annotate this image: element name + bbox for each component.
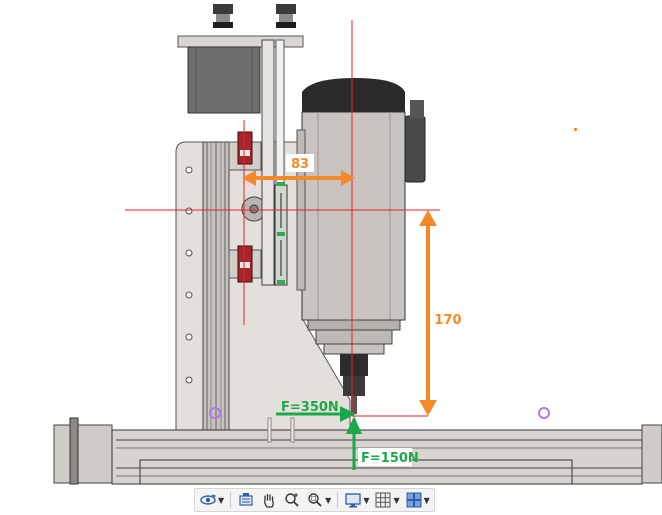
- dimension-horizontal[interactable]: 83: [242, 154, 355, 186]
- pan-icon: [264, 493, 274, 508]
- sketch-point[interactable]: [574, 128, 577, 131]
- side-plate: [175, 141, 351, 433]
- cad-drawing: 83 170 F=350N F=150N: [53, 4, 662, 485]
- work-point-right[interactable]: [538, 407, 550, 419]
- zoom-icon: [285, 493, 299, 507]
- cad-viewport[interactable]: 83 170 F=350N F=150N: [0, 0, 662, 488]
- toolbar-separator: [230, 492, 232, 508]
- viewports-icon: [406, 492, 422, 508]
- force-150-label[interactable]: F=150N: [361, 451, 419, 466]
- force-vertical[interactable]: F=150N: [346, 416, 419, 470]
- look-at-icon: [239, 493, 253, 506]
- dimension-vertical[interactable]: 170: [419, 210, 462, 416]
- dimension-170-label[interactable]: 170: [434, 313, 461, 328]
- display-settings-button[interactable]: ▼: [343, 490, 370, 510]
- orbit-icon: [200, 494, 217, 505]
- display-settings-icon: [345, 493, 361, 508]
- zoom-window-icon: [308, 493, 322, 507]
- force-350-label[interactable]: F=350N: [281, 400, 339, 415]
- viewports-menu-caret[interactable]: ▼: [423, 495, 430, 505]
- toolbar-separator: [337, 492, 339, 508]
- spindle-motor: [296, 78, 426, 414]
- grid-button[interactable]: ▼: [373, 490, 400, 510]
- zoom-button[interactable]: [282, 490, 302, 510]
- dimension-83-label[interactable]: 83: [291, 157, 309, 172]
- base-rail: [53, 417, 662, 485]
- center-lines: [125, 20, 440, 417]
- stepper-motor: [177, 4, 304, 114]
- force-horizontal[interactable]: F=350N: [276, 400, 356, 422]
- zoom-window-menu-caret[interactable]: ▼: [325, 495, 332, 505]
- orbit-menu-caret[interactable]: ▼: [218, 495, 225, 505]
- rail-clamps: [228, 131, 267, 283]
- viewports-button[interactable]: ▼: [404, 490, 431, 510]
- grid-icon: [375, 492, 391, 508]
- display-settings-menu-caret[interactable]: ▼: [363, 495, 370, 505]
- look-at-button[interactable]: [236, 490, 256, 510]
- zoom-window-button[interactable]: ▼: [305, 490, 332, 510]
- orbit-button[interactable]: ▼: [198, 490, 225, 510]
- work-point-left[interactable]: [209, 407, 221, 419]
- navigation-toolbar: ▼ ▼: [194, 488, 435, 512]
- ball-screw: [261, 39, 288, 286]
- pan-button[interactable]: [259, 490, 279, 510]
- grid-menu-caret[interactable]: ▼: [393, 495, 400, 505]
